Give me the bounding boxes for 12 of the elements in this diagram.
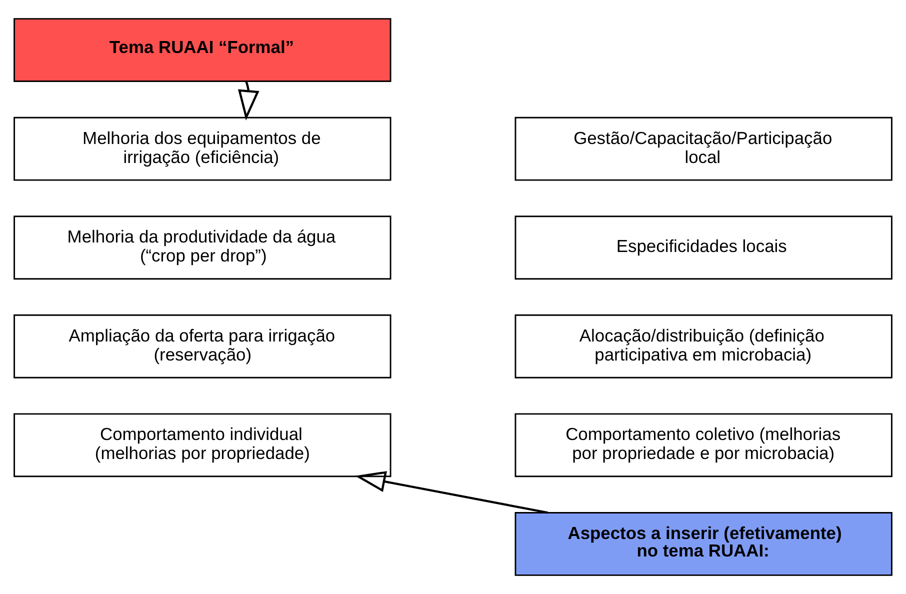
node-box: Especificidades locais	[514, 216, 892, 280]
node-box: Comportamento coletivo (melhorias por propriedade e por microbacia)	[514, 413, 892, 478]
node-box: Ampliação da oferta para irrigação (reservação)	[14, 314, 392, 378]
node-box: Comportamento individual (melhorias por propriedade)	[14, 413, 392, 478]
node-box: Melhoria dos equipamentos de irrigação (eficiência)	[14, 116, 392, 181]
node-box: Melhoria da produtividade da água (“crop per drop”)	[14, 216, 392, 280]
node-box: Tema RUAAI “Formal”	[14, 18, 392, 82]
node-box: Aspectos a inserir (efetivamente) no tema RUAAI:	[514, 512, 892, 576]
arrow	[355, 471, 548, 514]
node-box: Gestão/Capacitação/Participação local	[514, 116, 892, 181]
arrow	[238, 80, 260, 121]
node-box: Alocação/distribuição (definição participativa em microbacia)	[514, 314, 892, 378]
